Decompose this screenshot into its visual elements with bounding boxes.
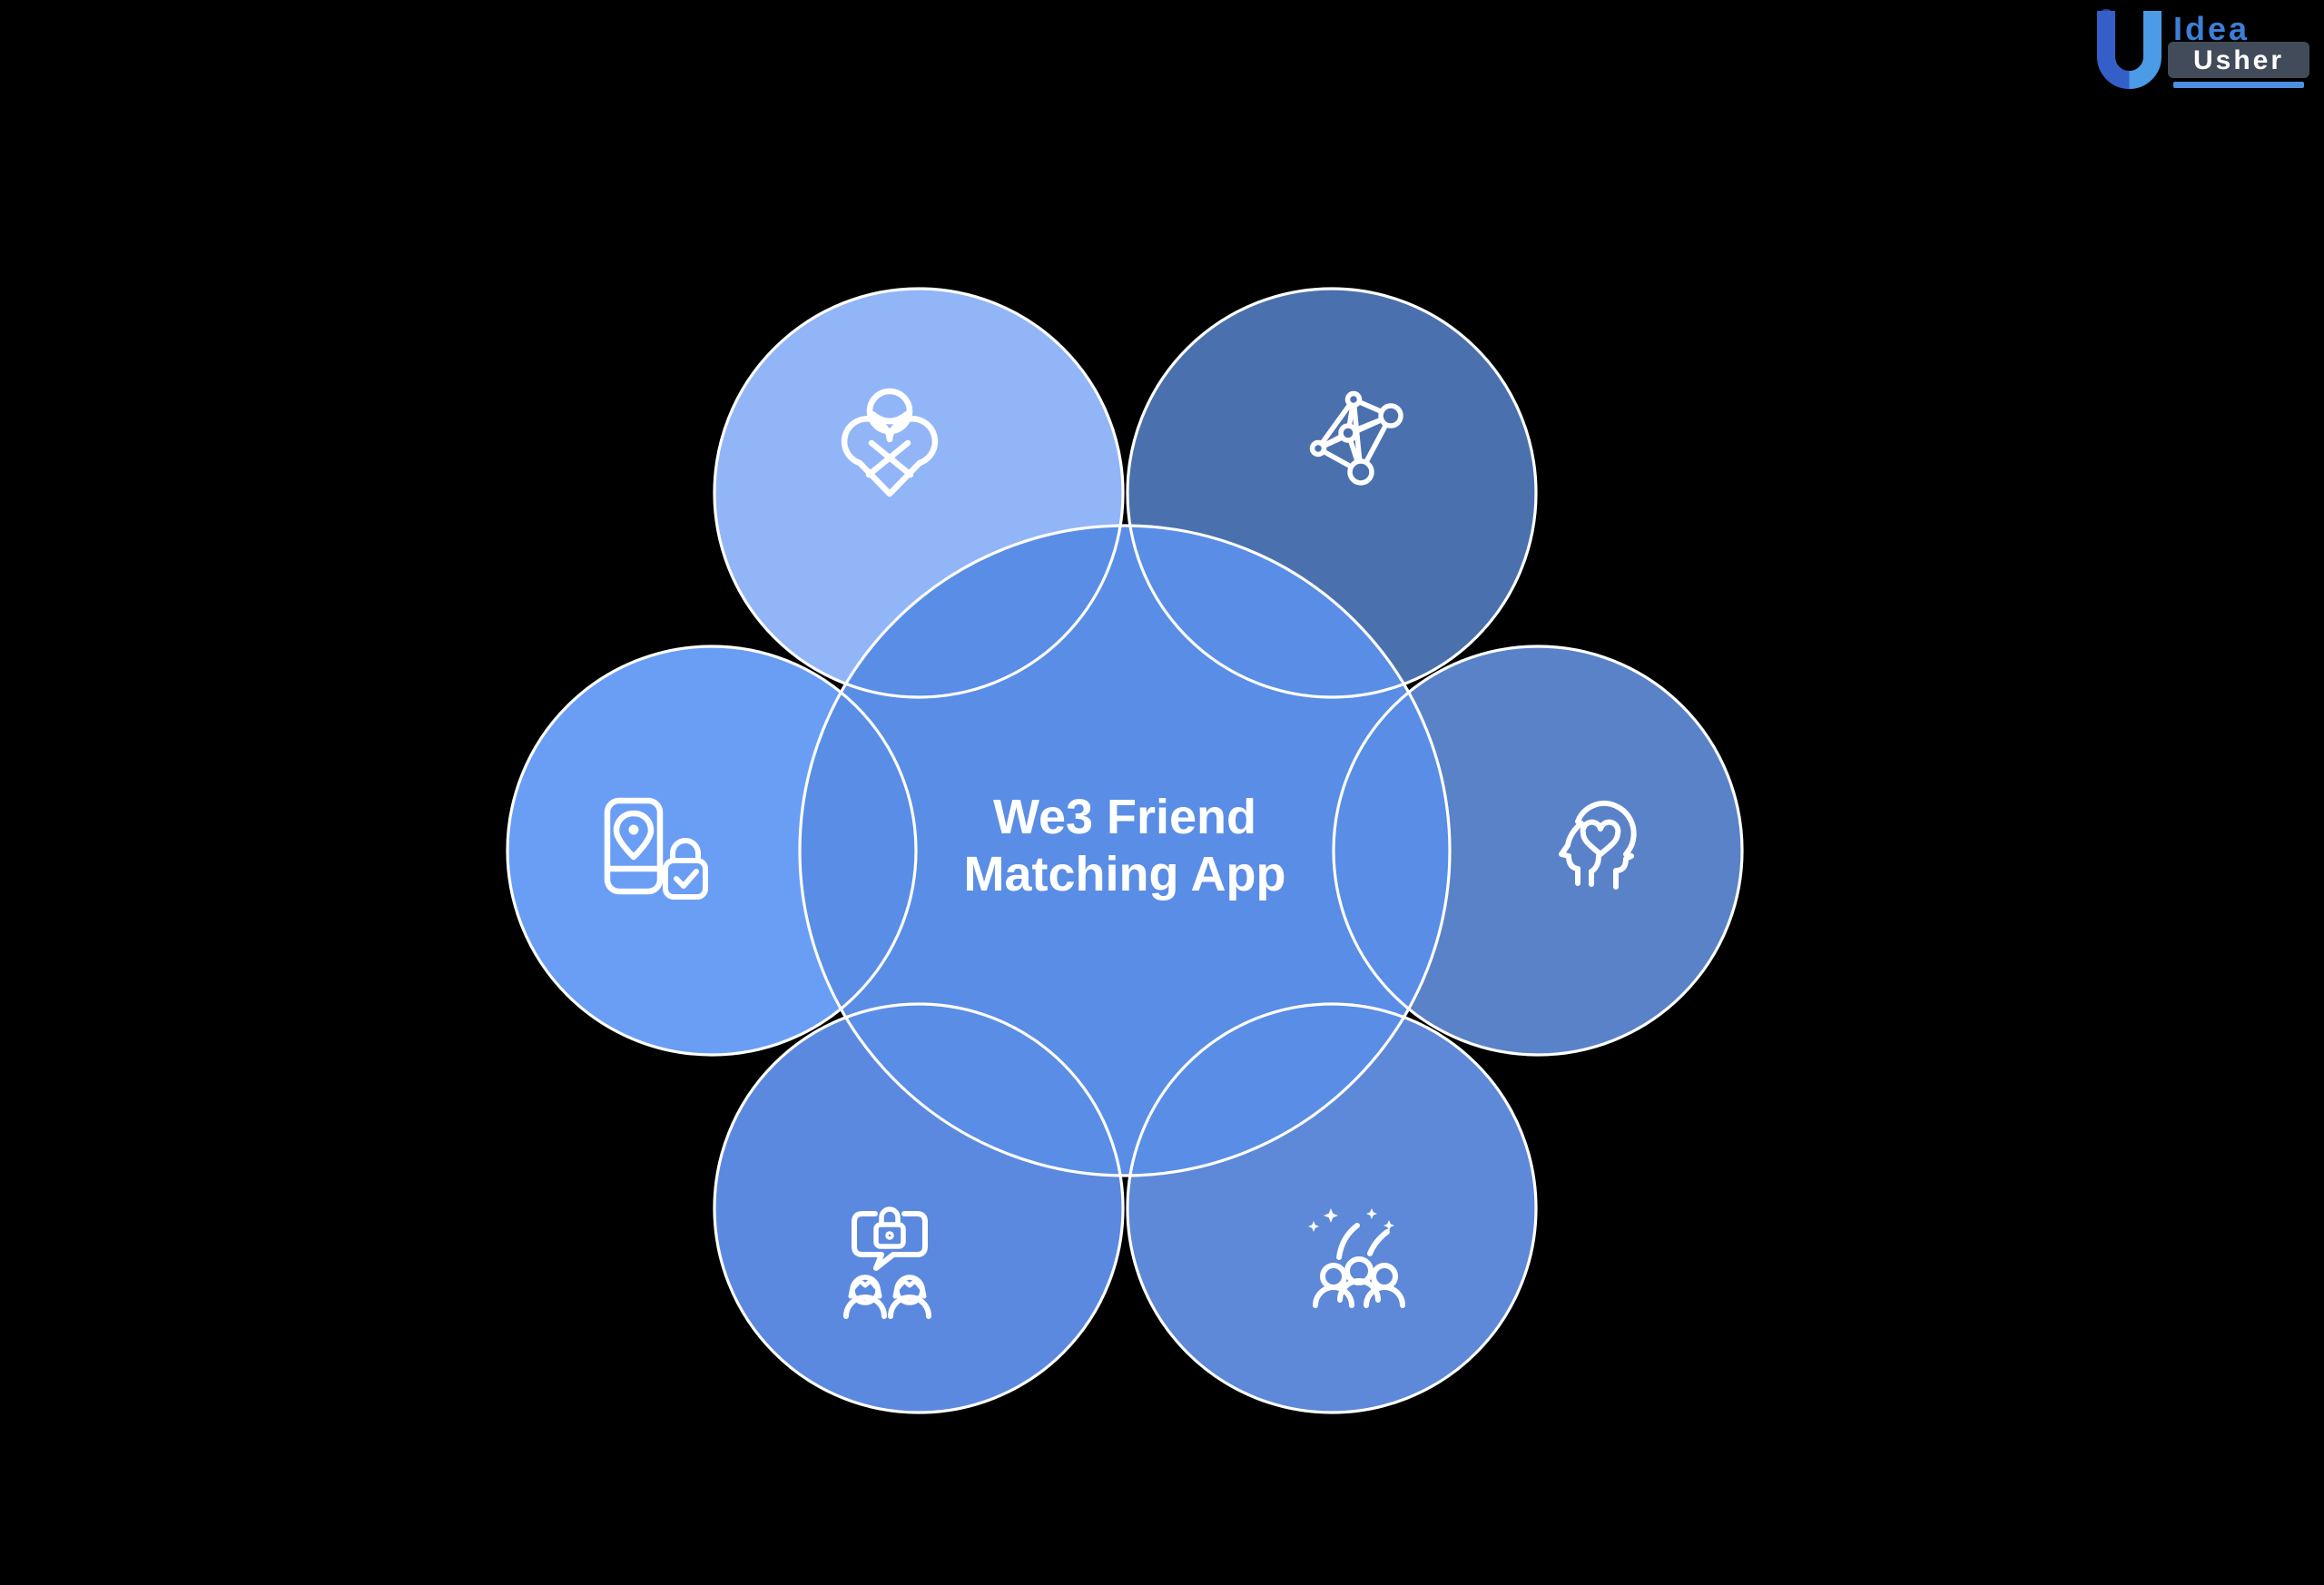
center-title-line2: Matching App <box>964 847 1286 901</box>
network-node <box>1309 439 1327 458</box>
logo-u-left <box>2097 11 2131 89</box>
logo-tagline-bar <box>2173 82 2304 88</box>
center-circle <box>800 526 1450 1176</box>
petal-top-right-outline <box>1126 287 1538 699</box>
circle-outlines <box>506 287 1744 1414</box>
logo-brand-idea: Idea <box>2173 10 2250 47</box>
sparkle-star <box>1324 1208 1338 1223</box>
idea-usher-logo: Idea Usher <box>2097 9 2309 89</box>
person-heart-icon <box>841 388 939 497</box>
network-node <box>1347 458 1374 486</box>
petal-left <box>507 646 916 1055</box>
sparkle-star <box>1308 1221 1319 1232</box>
center-title-line1: We3 Friend <box>993 790 1256 844</box>
head-heart-icon <box>1559 801 1637 890</box>
sparkle-star <box>1384 1220 1394 1231</box>
petal-right-outline <box>1332 645 1744 1057</box>
petal-fills <box>507 289 1742 1413</box>
chat-lock-body <box>873 1222 906 1249</box>
people-celebration-icon <box>1308 1208 1405 1308</box>
logo-usher-box <box>2168 42 2309 78</box>
pin-dot <box>628 824 639 835</box>
network-node <box>1344 390 1363 409</box>
petal-bottom-right-outline <box>1126 1002 1538 1414</box>
petal-bottom-left-outline <box>713 1002 1125 1414</box>
petal-right <box>1334 646 1742 1055</box>
secure-chat-people-icon <box>843 1206 931 1319</box>
center-circle-outline <box>798 524 1452 1177</box>
logo-u-right <box>2128 11 2162 89</box>
lock-body <box>663 858 708 900</box>
sparkle-star <box>1366 1208 1377 1219</box>
network-node <box>1378 403 1403 428</box>
petal-left-outline <box>506 645 918 1057</box>
network-graph-icon <box>1309 390 1403 486</box>
network-node <box>1338 423 1358 443</box>
phone-location-lock-icon <box>604 797 708 900</box>
logo-brand-usher: Usher <box>2193 45 2284 75</box>
petal-top-left-outline <box>713 287 1125 699</box>
